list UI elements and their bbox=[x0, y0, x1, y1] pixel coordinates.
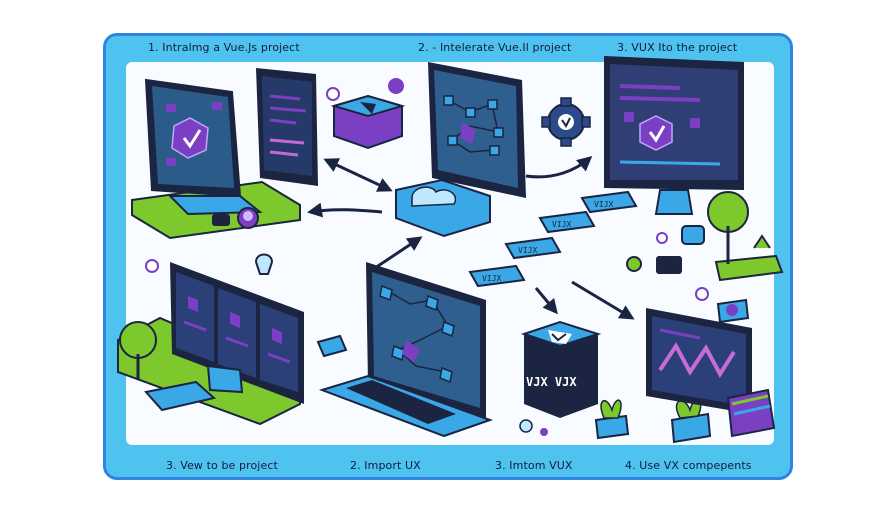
component-panels-illustration bbox=[117, 253, 304, 426]
vux-chip: VIJX bbox=[538, 210, 596, 234]
cube-label: VJX VJX bbox=[526, 375, 577, 389]
arrow-connector-6 bbox=[571, 280, 635, 320]
arrow-connector-4 bbox=[371, 236, 423, 272]
center-laptop-illustration bbox=[316, 262, 493, 438]
step-caption-bottom-2: 2. Import UX bbox=[350, 459, 421, 472]
vjx-cube-illustration: VJX VJX bbox=[519, 320, 602, 436]
step-caption-top-3: 3. VUX Ito the project bbox=[617, 41, 738, 54]
step-caption-bottom-3: 3. Imtom VUX bbox=[495, 459, 573, 472]
chip-label: VIJX bbox=[482, 274, 501, 283]
components-monitor-illustration bbox=[646, 308, 776, 438]
plant-pots-illustration bbox=[594, 399, 712, 444]
step-caption-top-2: 2. - Intelerate Vue.Il project bbox=[418, 41, 572, 54]
chip-chain: VIJX VIJX VIJX VIJX bbox=[468, 190, 638, 288]
vux-chip: VIJX bbox=[504, 236, 562, 260]
arrow-connector-5 bbox=[534, 287, 558, 315]
chip-label: VIJX bbox=[594, 200, 613, 209]
arrow-connector-1 bbox=[323, 158, 393, 192]
small-device-icons bbox=[626, 225, 750, 324]
vux-chip: VIJX bbox=[580, 190, 638, 214]
arrow-connector-2 bbox=[307, 202, 383, 218]
step-caption-bottom-1: 3. Vew to be project bbox=[166, 459, 278, 472]
step-caption-top-1: 1. Intralmg a Vue.Js project bbox=[148, 41, 300, 54]
doc-panel-illustration bbox=[256, 68, 318, 186]
desktop-monitor-illustration bbox=[604, 56, 744, 215]
cloud-box-icon bbox=[395, 178, 491, 238]
gear-icon bbox=[541, 97, 591, 147]
step-caption-bottom-4: 4. Use VX compepents bbox=[625, 459, 752, 472]
vux-chip: VIJX bbox=[468, 264, 526, 288]
vue-box-icon bbox=[326, 78, 406, 150]
chip-label: VIJX bbox=[552, 220, 571, 229]
laptop-setup-illustration bbox=[131, 78, 301, 240]
arrow-connector-3 bbox=[525, 156, 593, 179]
graph-monitor-illustration bbox=[428, 62, 526, 198]
chip-label: VIJX bbox=[518, 246, 537, 255]
tree-illustration bbox=[707, 191, 784, 282]
